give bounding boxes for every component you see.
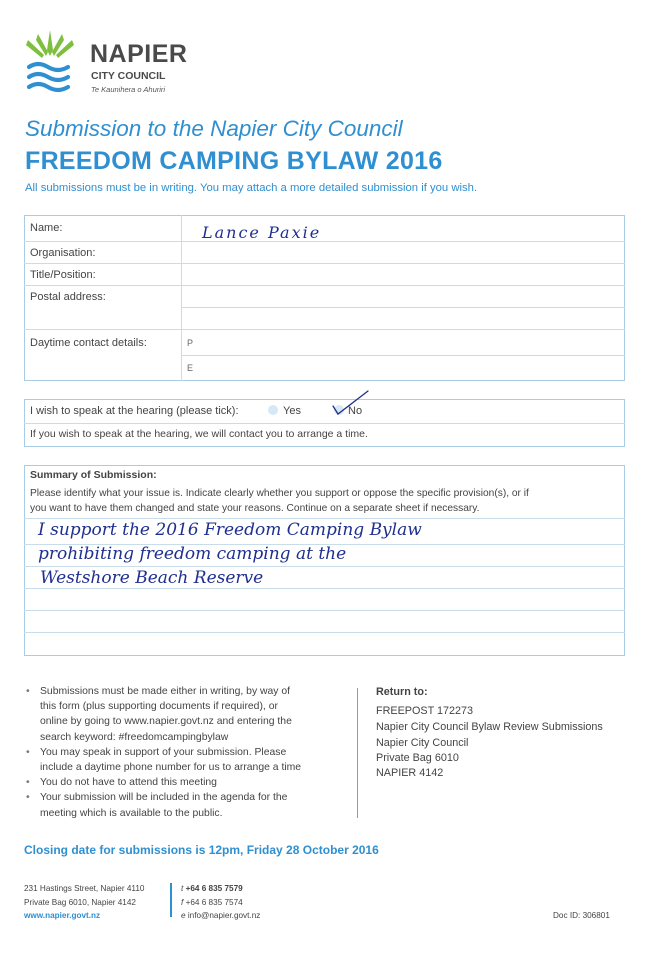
return-line: NAPIER 4142: [376, 767, 444, 779]
summary-instruction: you want to have them changed and state …: [30, 503, 480, 514]
page-subtitle: FREEDOM CAMPING BYLAW 2016: [25, 147, 443, 175]
logo-maori-name: Te Kaunihera o Ahuriri: [91, 85, 166, 94]
column-divider: [357, 688, 358, 818]
bullet-text: meeting which is available to the public…: [40, 807, 223, 819]
handwritten-line[interactable]: I support the 2016 Freedom Camping Bylaw: [38, 520, 422, 540]
logo-subtitle: CITY COUNCIL: [91, 70, 166, 82]
bullet-text: Submissions must be made either in writi…: [40, 686, 291, 697]
handwritten-line[interactable]: Westshore Beach Reserve: [40, 568, 264, 588]
writing-line: [24, 610, 625, 611]
details-form: [24, 215, 625, 381]
list-item: You may speak in support of your submiss…: [24, 745, 342, 775]
summary-box: [24, 465, 625, 656]
bullet-text: this form (plus supporting documents if …: [40, 701, 278, 713]
handwritten-line[interactable]: prohibiting freedom camping at the: [38, 544, 347, 564]
page-title: Submission to the Napier City Council: [25, 116, 403, 141]
writing-line: [24, 518, 625, 519]
writing-line: [24, 632, 625, 633]
bullet-text: search keyword: #freedomcampingbylaw: [40, 731, 229, 743]
return-line: Napier City Council Bylaw Review Submiss…: [376, 721, 603, 733]
label-column-divider: [181, 215, 182, 381]
email-prefix: e: [181, 911, 186, 920]
row-divider: [181, 307, 625, 308]
hearing-question: I wish to speak at the hearing (please t…: [30, 405, 239, 417]
bullet-text: Your submission will be included in the …: [40, 792, 288, 804]
writing-line: [24, 588, 625, 589]
footer-phone: +64 6 835 7579: [185, 884, 243, 893]
postal-address-label: Postal address:: [30, 291, 106, 303]
row-divider: [24, 423, 625, 424]
writing-line: [24, 566, 625, 567]
footer-divider: [170, 883, 172, 917]
name-label: Name:: [30, 222, 63, 234]
footer-email-link[interactable]: info@napier.govt.nz: [187, 911, 261, 920]
title-position-label: Title/Position:: [30, 269, 96, 281]
phone-prefix: t: [181, 884, 184, 893]
name-field[interactable]: Lance Paxie: [202, 223, 322, 242]
bullet-text: You do not have to attend this meeting: [40, 777, 217, 789]
footer-website-link[interactable]: www.napier.govt.nz: [24, 911, 101, 920]
bullet-text: online by going to www.napier.govt.nz an…: [40, 716, 292, 728]
hearing-note: If you wish to speak at the hearing, we …: [30, 428, 368, 440]
return-line: Napier City Council: [376, 737, 469, 749]
bullet-text: You may speak in support of your submiss…: [40, 746, 287, 758]
summary-heading: Summary of Submission:: [30, 469, 157, 481]
return-line: Private Bag 6010: [376, 752, 459, 764]
footer-address-line: 231 Hastings Street, Napier 4110: [24, 884, 145, 893]
contact-details-label: Daytime contact details:: [30, 337, 147, 349]
doc-id: Doc ID: 306801: [553, 911, 610, 920]
yes-label: Yes: [283, 405, 301, 417]
footer-address: 231 Hastings Street, Napier 4110 Private…: [24, 882, 144, 923]
no-radio[interactable]: [334, 405, 344, 415]
return-heading: Return to:: [376, 686, 428, 698]
footer-address-line: Private Bag 6010, Napier 4142: [24, 897, 136, 907]
writing-note: All submissions must be in writing. You …: [25, 182, 478, 194]
list-item: Submissions must be made either in writi…: [24, 684, 342, 745]
row-divider: [24, 241, 625, 242]
row-divider: [24, 329, 625, 330]
phone-prefix: P: [187, 338, 194, 348]
yes-radio[interactable]: [268, 405, 278, 415]
email-prefix: E: [187, 363, 194, 373]
list-item: You do not have to attend this meeting: [24, 775, 342, 790]
row-divider: [24, 285, 625, 286]
closing-date: Closing date for submissions is 12pm, Fr…: [24, 843, 379, 857]
organisation-label: Organisation:: [30, 247, 96, 259]
info-bullet-list: Submissions must be made either in writi…: [24, 684, 342, 821]
row-divider: [181, 355, 625, 356]
napier-logo-icon: [26, 30, 74, 93]
writing-line: [24, 544, 625, 545]
summary-instruction: Please identify what your issue is. Indi…: [30, 488, 529, 499]
bullet-text: include a daytime phone number for us to…: [40, 762, 302, 774]
row-divider: [24, 263, 625, 264]
list-item: Your submission will be included in the …: [24, 790, 342, 820]
footer-contacts: t +64 6 835 7579 f +64 6 835 7574 e info…: [181, 882, 260, 923]
no-label: No: [348, 405, 363, 417]
logo-wordmark: NAPIER: [90, 40, 188, 68]
footer-fax: +64 6 835 7574: [185, 897, 243, 907]
return-line: FREEPOST 172273: [376, 705, 474, 717]
tick-mark-icon: [332, 390, 369, 415]
fax-prefix: f: [181, 897, 184, 907]
